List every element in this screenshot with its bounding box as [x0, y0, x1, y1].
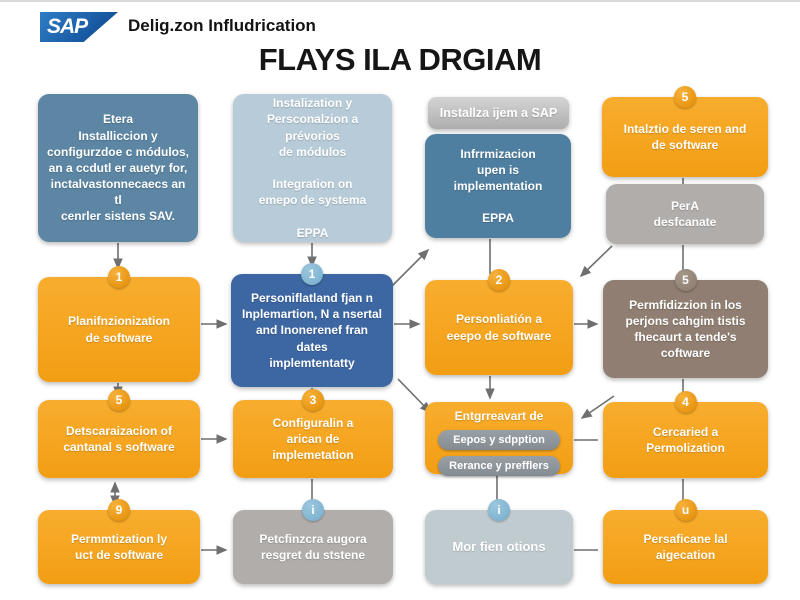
node-text: Petcfinzcra augora resgret du ststene: [259, 531, 367, 562]
node-text: Persaficane lal aigecation: [643, 531, 728, 562]
node-text: Etera Installiccion y configurzdoe c mód…: [46, 112, 189, 224]
node-installation-overview: Etera Installiccion y configurzdoe c mód…: [38, 94, 198, 242]
node-pera-desfcanate: PerA desfcanate: [606, 184, 764, 244]
node-text: Personliatión a eeepo de software: [446, 312, 552, 343]
step-badge: i: [302, 499, 324, 521]
step-badge: 2: [488, 269, 510, 291]
step-badge: 1: [108, 266, 130, 288]
node-install-server-software: 5 Intalztio de seren and de software: [602, 86, 768, 177]
node-permissions-persons: 5 Permfidizzion in los perjons cahgim ti…: [603, 269, 768, 378]
node-text: PerA desfcanate: [653, 198, 717, 229]
node-descaraization-software: 5 Detscaraizacion of cantanal s software: [38, 389, 200, 478]
node-personalization-aggregation: u Persaficane lal aigecation: [603, 499, 768, 584]
node-installza-sap-pill: Installza ijem a SAP: [428, 97, 569, 129]
node-header-text: Entgrreavart de: [454, 409, 544, 423]
step-badge: 5: [108, 389, 130, 411]
node-text: Cercaried a Permolization: [646, 424, 725, 455]
node-text: Intalztio de seren and de software: [623, 121, 747, 152]
node-configuration-implementation: 3 Configuralin a arican de implemetation: [233, 389, 393, 478]
node-text: Permfidizzion in los perjons cahgim tist…: [625, 297, 746, 361]
node-text: Installza ijem a SAP: [439, 105, 558, 120]
node-information-implementation: Infrrmizacion upen is implementation EPP…: [425, 134, 571, 238]
node-system-report: i Petcfinzcra augora resgret du ststene: [233, 499, 393, 584]
node-entgreavart-group: Entgrreavart de Eepos y sdpption Rerance…: [425, 402, 573, 477]
node-text: Infrrmizacion upen is implementation EPP…: [453, 146, 543, 226]
node-permutization-software: 9 Permmtization ly uct de software: [38, 499, 200, 584]
step-badge: 3: [302, 389, 324, 411]
step-badge: 1: [301, 263, 323, 285]
node-personalization-plan: 1 Personiflatland fjan n Inplemartion, N…: [231, 263, 393, 387]
step-badge: u: [674, 499, 697, 521]
node-personalization-modules: Instalization y Persconalzion a prévorio…: [233, 94, 392, 242]
step-badge: i: [488, 499, 510, 521]
node-modifications: i Mor fien otions: [425, 499, 573, 584]
node-certified-permolization: 4 Cercaried a Permolization: [603, 391, 768, 478]
node-text: Detscaraizacion of cantanal s software: [63, 423, 175, 454]
node-text: Planifnzionization de software: [68, 314, 170, 345]
page-title: FLAYS ILA DRGIAM: [258, 42, 542, 77]
node-planning-software: 1 Planifnzionization de software: [38, 266, 200, 382]
brand-text: Delig.zon Infludrication: [128, 16, 316, 35]
node-text: Instalization y Persconalzion a prévorio…: [258, 96, 367, 240]
node-text: Personiflatland fjan n Inplemartion, N a…: [241, 291, 383, 370]
node-text: Mor fien otions: [452, 539, 546, 555]
node-personalization-software: 2 Personliatión a eeepo de software: [425, 269, 573, 375]
step-badge: 5: [674, 269, 697, 291]
node-text: Permmtization ly uct de software: [70, 531, 168, 562]
pill-option-1: Eepos y sdpption: [438, 430, 560, 451]
pill-option-2: Rerance y prefflers: [438, 456, 560, 477]
step-badge: 9: [108, 499, 130, 521]
node-text: Configuralin a arican de implemetation: [272, 415, 354, 463]
step-badge: 4: [674, 391, 697, 413]
step-badge: 5: [674, 86, 696, 108]
sap-logo: SAP: [40, 12, 118, 42]
